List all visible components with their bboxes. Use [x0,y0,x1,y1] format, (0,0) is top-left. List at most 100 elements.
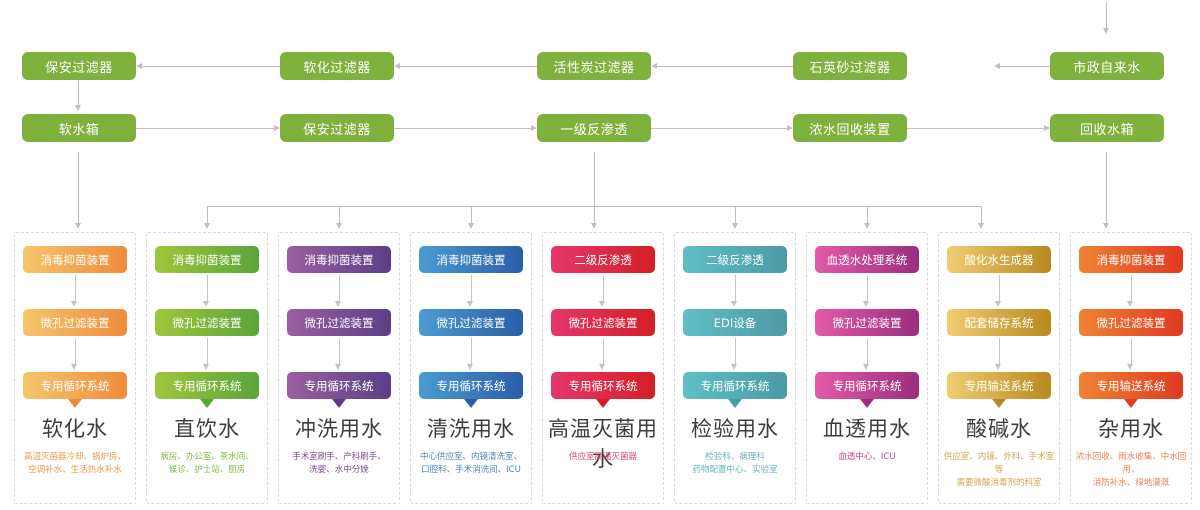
connector-softtank-down-arrow-icon [75,223,81,229]
branch-arrow-2-icon [731,338,737,370]
branch-arrow-2-icon [71,338,77,370]
bus-drop-col2 [207,206,208,224]
branch-arrow-1-icon [335,275,341,307]
branch-caption: 供应室、内镜、外科、手术室等需要微酸消毒剂的科室 [943,452,1055,488]
branch-column-acid-alkaline-water[interactable]: 酸化水生成器 配套储存系统 专用输送系统 酸碱水 供应室、内镜、外科、手术室等需… [938,232,1060,504]
connector-r1-a-arrow-icon [136,62,142,69]
distribution-bus [207,206,981,207]
branch-stage-3[interactable]: 专用循环系统 [155,372,259,408]
branch-column-high-temp-sterilization-water[interactable]: 二级反渗透 微孔过滤装置 专用循环系统 高温灭菌用水 供应室高温灭菌器 [542,232,664,504]
branch-stage-3[interactable]: 专用循环系统 [815,372,919,408]
node-quartz-sand-filter[interactable]: 石英砂过滤器 [793,52,907,80]
node-soft-water-tank[interactable]: 软水箱 [22,114,136,142]
branch-stage-1[interactable]: 消毒抑菌装置 [1079,246,1183,273]
branch-arrow-1-icon [599,275,605,307]
branch-arrow-1-icon [995,275,1001,307]
connector-r2-c-arrow-icon [787,124,793,131]
inlet-connector-line [1106,2,1107,30]
branch-stage-2[interactable]: EDI设备 [683,309,787,336]
node-primary-ro[interactable]: 一级反渗透 [537,114,651,142]
bus-drop-col4 [471,206,472,224]
branch-stage-1[interactable]: 二级反渗透 [683,246,787,273]
branch-title: 直饮水 [174,417,240,441]
branch-stage-1[interactable]: 酸化水生成器 [947,246,1051,273]
node-recovery-tank[interactable]: 回收水箱 [1050,114,1164,142]
bus-drop-col6-arrow-icon [732,223,738,229]
branch-caption: 检验科、病理科药物配置中心、实验室 [692,452,778,475]
bus-drop-col7 [867,206,868,224]
connector-r1-c-arrow-icon [651,62,657,69]
connector-r1-a [142,66,280,67]
connector-baoan-to-softtank-arrow-icon [75,105,81,111]
branch-stage-1[interactable]: 二级反渗透 [551,246,655,273]
branch-title: 检验用水 [691,417,779,441]
branch-stage-3[interactable]: 专用输送系统 [947,372,1051,408]
connector-r1-d-arrow-icon [994,62,1000,69]
branch-column-hemodialysis-water[interactable]: 血透水处理系统 微孔过滤装置 专用循环系统 血透用水 血透中心、ICU [806,232,928,504]
node-baoan-filter-2[interactable]: 保安过滤器 [280,114,394,142]
branch-caption: 高温灭菌器冷却、锅炉房、空调补水、生活热水补水 [23,452,126,475]
branch-stage-2[interactable]: 微孔过滤装置 [815,309,919,336]
bus-drop-col4-arrow-icon [468,223,474,229]
branch-stage-2[interactable]: 微孔过滤装置 [23,309,127,336]
branch-arrow-2-icon [467,338,473,370]
branch-column-rinse-water[interactable]: 消毒抑菌装置 微孔过滤装置 专用循环系统 冲洗用水 手术室刷手、产科刷手、洗婴、… [278,232,400,504]
branch-stage-2[interactable]: 微孔过滤装置 [287,309,391,336]
branch-column-direct-drinking-water[interactable]: 消毒抑菌装置 微孔过滤装置 专用循环系统 直饮水 病房、办公室、茶水间、候诊、护… [146,232,268,504]
branch-column-cleaning-water[interactable]: 消毒抑菌装置 微孔过滤装置 专用循环系统 清洗用水 中心供应室、内镜清洗室、口腔… [410,232,532,504]
branch-arrow-1-icon [467,275,473,307]
node-activated-carbon-filter[interactable]: 活性炭过滤器 [537,52,651,80]
connector-r1-b [400,66,537,67]
bus-drop-col3 [339,206,340,224]
bus-drop-col3-arrow-icon [336,223,342,229]
branch-stage-1[interactable]: 血透水处理系统 [815,246,919,273]
branch-title: 杂用水 [1098,417,1164,441]
branch-stage-1[interactable]: 消毒抑菌装置 [419,246,523,273]
branch-stage-3[interactable]: 专用循环系统 [419,372,523,408]
branch-stage-3[interactable]: 专用循环系统 [551,372,655,408]
branch-column-laboratory-water[interactable]: 二级反渗透 EDI设备 专用循环系统 检验用水 检验科、病理科药物配置中心、实验… [674,232,796,504]
branch-arrow-2-icon [203,338,209,370]
branch-stage-3[interactable]: 专用循环系统 [287,372,391,408]
branch-stage-1[interactable]: 消毒抑菌装置 [23,246,127,273]
branch-stage-1[interactable]: 消毒抑菌装置 [287,246,391,273]
branch-caption: 浓水回收、雨水收集、中水回用、消防补水、绿地灌溉 [1075,452,1187,488]
connector-r1-c [657,66,793,67]
connector-r2-d [907,128,1044,129]
bus-drop-col8-arrow-icon [978,223,984,229]
branch-title: 酸碱水 [966,417,1032,441]
branch-caption: 血透中心、ICU [838,452,896,462]
branch-arrow-1-icon [731,275,737,307]
branch-arrow-1-icon [1127,275,1133,307]
branch-stage-2[interactable]: 微孔过滤装置 [419,309,523,336]
inlet-arrow-icon [1103,28,1109,34]
connector-r2-b-arrow-icon [531,124,537,131]
branch-arrow-1-icon [863,275,869,307]
node-municipal-tap-water[interactable]: 市政自来水 [1050,52,1164,80]
node-concentrate-recovery[interactable]: 浓水回收装置 [793,114,907,142]
branch-stage-2[interactable]: 微孔过滤装置 [551,309,655,336]
branch-title: 高温灭菌用水 [548,417,658,471]
branch-stage-3[interactable]: 专用循环系统 [23,372,127,408]
branch-title: 清洗用水 [427,417,515,441]
connector-ro-trunk-arrow-icon [591,223,597,229]
branch-column-softened-water[interactable]: 消毒抑菌装置 微孔过滤装置 专用循环系统 软化水 高温灭菌器冷却、锅炉房、空调补… [14,232,136,504]
branch-stage-2[interactable]: 配套储存系统 [947,309,1051,336]
branch-stage-3[interactable]: 专用循环系统 [683,372,787,408]
branch-arrow-2-icon [335,338,341,370]
node-softening-filter[interactable]: 软化过滤器 [280,52,394,80]
branch-arrow-2-icon [599,338,605,370]
branch-stage-1[interactable]: 消毒抑菌装置 [155,246,259,273]
branch-stage-3[interactable]: 专用输送系统 [1079,372,1183,408]
connector-ro-trunk [594,152,595,224]
node-baoan-filter-1[interactable]: 保安过滤器 [22,52,136,80]
branch-stage-2[interactable]: 微孔过滤装置 [1079,309,1183,336]
branch-caption: 病房、办公室、茶水间、候诊、护士站、厨房 [160,452,254,475]
branch-stage-2[interactable]: 微孔过滤装置 [155,309,259,336]
connector-r1-b-arrow-icon [394,62,400,69]
branch-column-miscellaneous-water[interactable]: 消毒抑菌装置 微孔过滤装置 专用输送系统 杂用水 浓水回收、雨水收集、中水回用、… [1070,232,1192,504]
connector-r2-c [651,128,787,129]
connector-r1-d [1000,66,1050,67]
branch-caption: 供应室高温灭菌器 [568,452,637,462]
